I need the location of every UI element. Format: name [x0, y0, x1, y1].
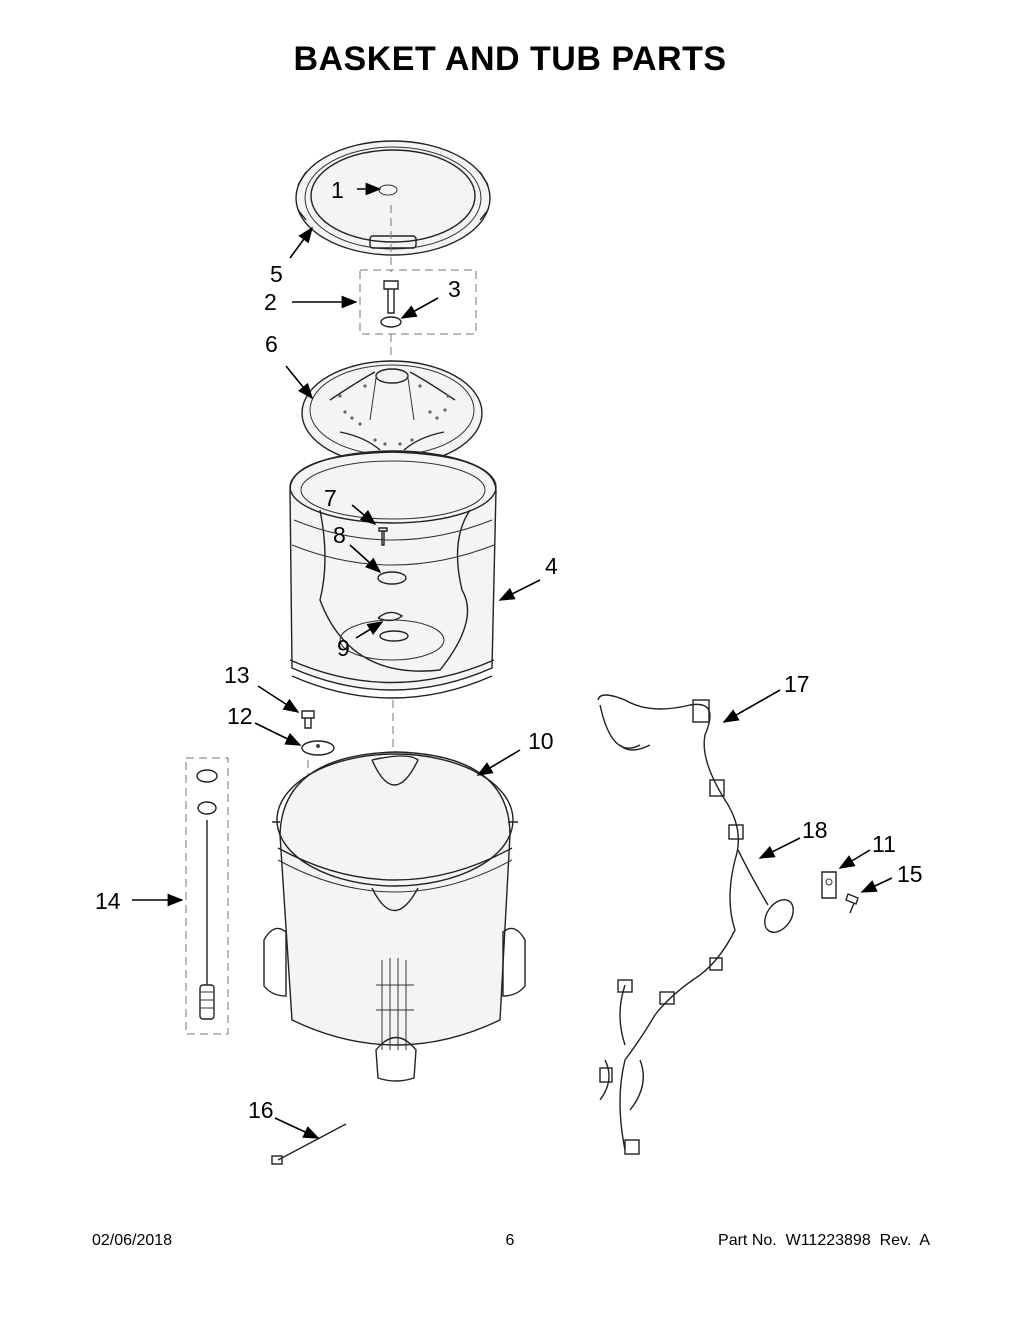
callout-6: 6 — [265, 331, 278, 357]
cable-tie-part — [271, 1123, 347, 1165]
callout-4: 4 — [545, 553, 558, 579]
clip-screw-part — [845, 893, 859, 914]
callout-9: 9 — [337, 635, 350, 661]
callout-3: 3 — [448, 276, 461, 302]
callout-8: 8 — [333, 522, 346, 548]
callout-10: 10 — [528, 728, 554, 754]
tub-bolt-part — [301, 710, 315, 729]
basket-ring-part — [295, 140, 491, 256]
callout-17: 17 — [784, 671, 810, 697]
callout-11: 11 — [872, 831, 896, 857]
callout-1: 1 — [331, 177, 344, 203]
wire-harness-part — [597, 694, 794, 1155]
outer-tub-part — [263, 751, 526, 1082]
wash-basket-part — [289, 450, 497, 699]
footer-date: 02/06/2018 — [92, 1232, 173, 1249]
callout-7: 7 — [324, 485, 337, 511]
leader-arrows — [132, 182, 893, 1139]
impeller-part — [301, 360, 483, 466]
hub-bolt-kit-part — [359, 269, 477, 335]
footer-page-number: 6 — [505, 1232, 515, 1249]
callout-15: 15 — [897, 861, 923, 887]
harness-clip-part — [821, 871, 837, 899]
callout-12: 12 — [227, 703, 253, 729]
suspension-rod-kit-part — [185, 757, 229, 1035]
page-title: BASKET AND TUB PARTS — [293, 40, 727, 78]
callout-18: 18 — [802, 817, 828, 843]
callout-5: 5 — [270, 261, 283, 287]
callout-13: 13 — [224, 662, 250, 688]
footer-part-number: Part No. W11223898 Rev. A — [718, 1232, 930, 1249]
tub-cap-part — [301, 740, 335, 756]
callout-2: 2 — [264, 289, 277, 315]
callout-14: 14 — [95, 888, 121, 914]
callout-16: 16 — [248, 1097, 274, 1123]
